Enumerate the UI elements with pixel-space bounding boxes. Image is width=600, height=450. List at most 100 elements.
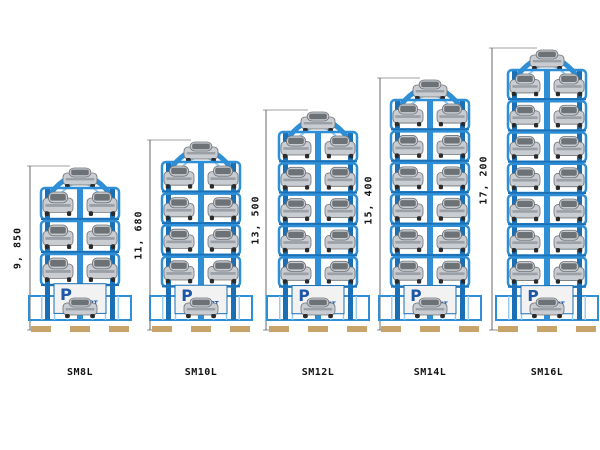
model-label-sm10l: SM10L [184, 367, 218, 378]
car [86, 191, 118, 216]
car-window [561, 169, 577, 176]
car-wheel [211, 314, 216, 318]
car-wheel [534, 248, 539, 253]
car-window [561, 200, 577, 208]
car-wheel [90, 314, 95, 318]
car-wheel [394, 216, 399, 221]
car-window [561, 263, 577, 270]
car-wheel [534, 279, 539, 284]
car-wheel [111, 211, 116, 216]
car-window [561, 232, 577, 239]
car-wheel [188, 278, 193, 284]
car-grille [395, 178, 421, 181]
car [207, 228, 239, 252]
car-wheel [438, 279, 443, 284]
car-wheel [578, 185, 583, 190]
car-grille [512, 178, 538, 182]
base-block [459, 326, 479, 332]
car-wheel [305, 153, 310, 159]
base-block [498, 326, 518, 332]
car-wheel [328, 314, 333, 318]
car-wheel [111, 277, 116, 282]
car-grille [556, 178, 582, 182]
car [324, 260, 356, 284]
car-window [400, 168, 416, 175]
car-grille [186, 308, 216, 311]
car-window [288, 231, 304, 239]
car-grille [439, 178, 465, 181]
car-wheel [461, 153, 466, 158]
car [553, 136, 585, 159]
car [412, 79, 448, 100]
car-wheel [282, 247, 287, 253]
car-window [94, 226, 110, 234]
car-wheel [305, 216, 310, 221]
car-wheel [417, 184, 422, 190]
car-wheel [534, 123, 539, 128]
car-wheel [282, 185, 287, 190]
car-window [561, 107, 577, 114]
base-block [70, 326, 90, 332]
car-wheel [209, 215, 214, 221]
car-wheel [511, 216, 516, 222]
car-window [50, 259, 66, 267]
base-block [420, 326, 440, 332]
model-label-sm8l: SM8L [66, 367, 94, 378]
car-window [517, 200, 533, 208]
car-wheel [534, 185, 539, 190]
tower-sm12l: PSMARTPARKING [263, 109, 370, 332]
car [509, 104, 541, 128]
car [529, 49, 565, 70]
car-grille [327, 178, 353, 182]
car-grille [512, 272, 538, 276]
car-wheel [349, 153, 354, 159]
car-wheel [511, 123, 516, 128]
car-grille [512, 85, 538, 88]
car-grille [283, 147, 309, 150]
car-window [309, 113, 327, 120]
height-label-sm14l: 15, 400 [363, 175, 375, 225]
car [207, 197, 239, 221]
car-grille [512, 241, 538, 245]
car-grille [283, 241, 309, 244]
car-wheel [438, 153, 443, 158]
car-window [538, 51, 556, 58]
car-wheel [349, 279, 354, 284]
car-wheel [555, 248, 560, 253]
car-window [288, 137, 304, 145]
car-wheel [232, 247, 237, 252]
sign-logo-text: P [298, 287, 309, 305]
car [42, 257, 74, 282]
car-grille [532, 308, 562, 311]
tower-sm8l: PSMARTPARKING [27, 165, 132, 332]
sign-logo-text: P [527, 287, 538, 305]
car-grille [556, 147, 582, 151]
base-block [308, 326, 328, 332]
car-grille [65, 178, 95, 181]
car-wheel [438, 121, 443, 127]
car-wheel [67, 277, 72, 282]
car-window [444, 105, 460, 113]
car-grille [556, 272, 582, 276]
car-grille [532, 60, 562, 63]
base-block [152, 326, 172, 332]
car-window [444, 200, 460, 207]
car-wheel [44, 211, 49, 216]
car-grille [303, 122, 333, 125]
car [324, 135, 356, 159]
car [436, 260, 468, 284]
car-grille [210, 272, 236, 275]
car-wheel [415, 314, 420, 318]
car-grille [283, 209, 309, 213]
car-wheel [394, 184, 399, 190]
car-grille [327, 147, 353, 150]
base-block [347, 326, 367, 332]
car-window [215, 167, 231, 175]
car-grille [556, 116, 582, 120]
car-wheel [461, 184, 466, 190]
car-wheel [282, 279, 287, 284]
base-block [230, 326, 250, 332]
car [392, 166, 424, 190]
car-window [94, 259, 110, 267]
